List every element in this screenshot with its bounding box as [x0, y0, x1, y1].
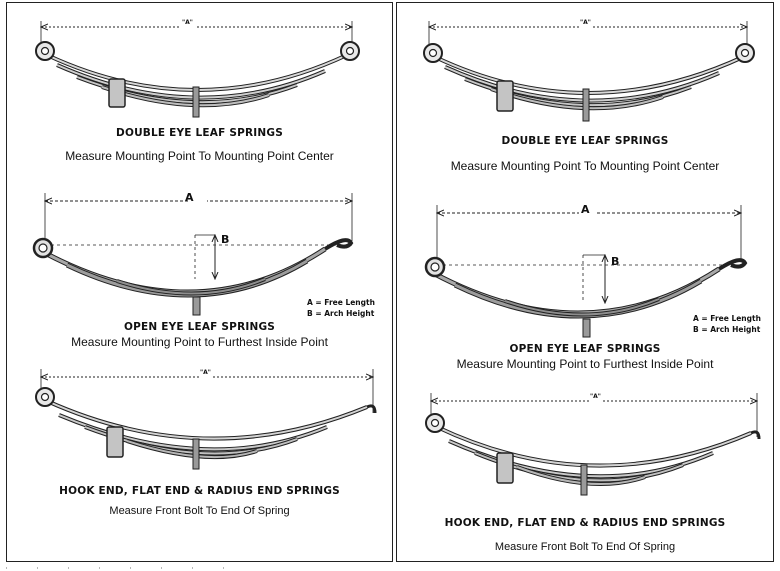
left-legend-free-length: A = Free Length: [307, 298, 375, 307]
right-hook-end-dimension-label: "A": [590, 393, 601, 400]
left-double-eye-caption: Measure Mounting Point To Mounting Point…: [65, 149, 334, 163]
open-eye-spring-drawing: [32, 193, 354, 316]
right-panel: A B "A" "A" DOUBLE EYE LEAF SPRINGS Meas…: [396, 2, 774, 562]
hook-end-spring-drawing: [35, 369, 377, 470]
right-hook-end-title: HOOK END, FLAT END & RADIUS END SPRINGS: [444, 517, 726, 529]
right-hook-end-caption: Measure Front Bolt To End Of Spring: [494, 541, 676, 553]
left-open-eye-dimension-b-label: B: [221, 233, 230, 246]
left-hook-end-dimension-label: "A": [200, 369, 211, 376]
right-open-eye-dimension-a-label: A: [581, 203, 590, 216]
double-eye-spring-drawing: [35, 21, 360, 118]
footer-dashed-rule: [6, 567, 240, 569]
open-eye-spring-drawing: [424, 205, 748, 338]
left-spring-drawings: [32, 21, 377, 470]
left-open-eye-caption: Measure Mounting Point to Furthest Insid…: [71, 335, 328, 349]
left-open-eye-legend: A = Free Length B = Arch Height: [307, 297, 375, 319]
right-double-eye-dimension-label: "A": [580, 19, 591, 26]
left-open-eye-dimension-a-label: A: [185, 191, 194, 204]
right-double-eye-caption: Measure Mounting Point To Mounting Point…: [450, 159, 720, 173]
left-legend-arch-height: B = Arch Height: [307, 309, 375, 318]
right-open-eye-title: OPEN EYE LEAF SPRINGS: [509, 343, 661, 355]
right-spring-drawings: [423, 21, 761, 496]
left-panel: A B "A" "A" DOUBLE EYE LEAF SPRINGS Meas…: [6, 2, 393, 562]
left-double-eye-title: DOUBLE EYE LEAF SPRINGS: [116, 127, 283, 139]
left-hook-end-title: HOOK END, FLAT END & RADIUS END SPRINGS: [59, 485, 340, 497]
left-hook-end-caption: Measure Front Bolt To End Of Spring: [109, 505, 290, 517]
right-open-eye-legend: A = Free Length B = Arch Height: [693, 313, 761, 335]
left-double-eye-dimension-label: "A": [182, 19, 193, 26]
right-open-eye-dimension-b-label: B: [611, 255, 620, 268]
right-open-eye-caption: Measure Mounting Point to Furthest Insid…: [456, 357, 714, 371]
double-eye-spring-drawing: [423, 21, 755, 122]
right-legend-arch-height: B = Arch Height: [693, 325, 761, 334]
hook-end-spring-drawing: [425, 393, 761, 496]
left-open-eye-title: OPEN EYE LEAF SPRINGS: [123, 321, 276, 333]
right-legend-free-length: A = Free Length: [693, 314, 761, 323]
right-double-eye-title: DOUBLE EYE LEAF SPRINGS: [501, 135, 669, 147]
